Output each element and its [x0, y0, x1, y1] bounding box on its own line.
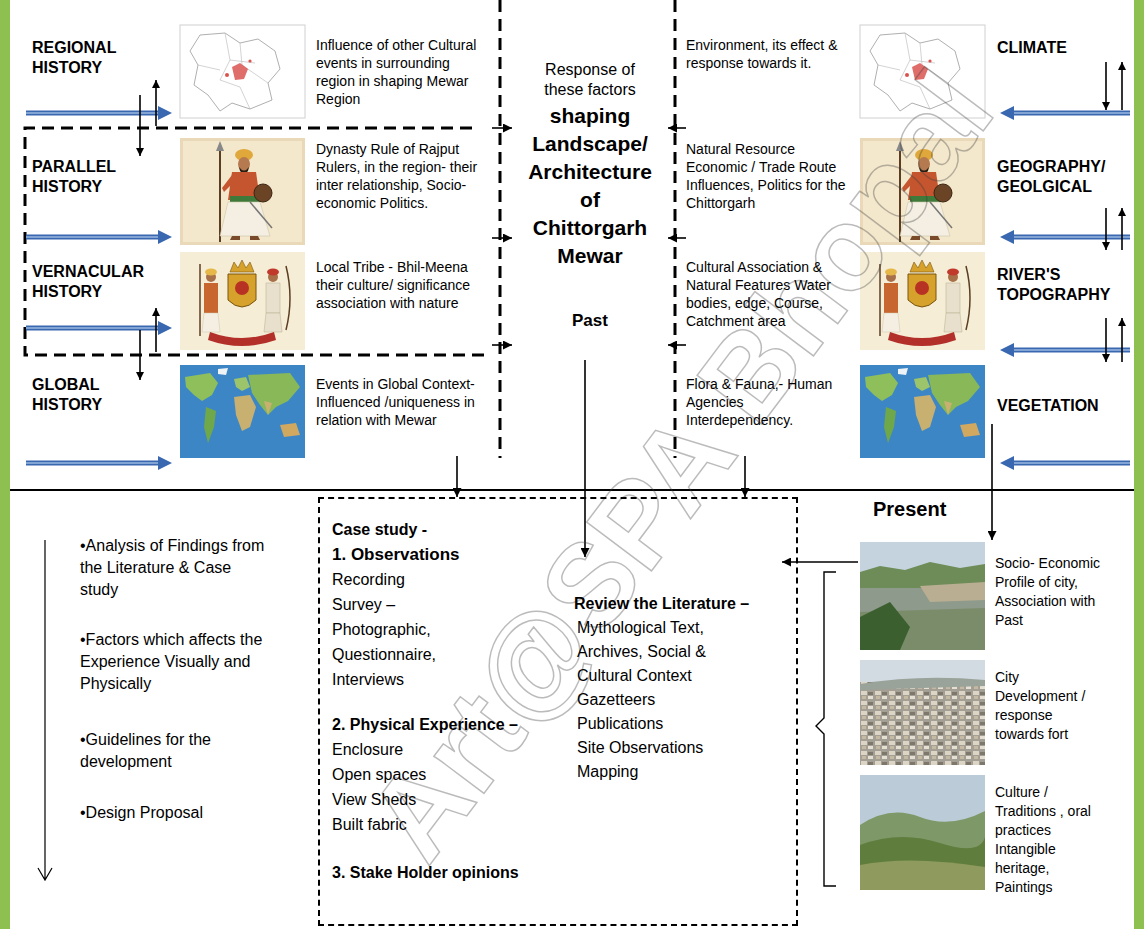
node-heading: Culture / Traditions , oral practices In…: [995, 783, 1105, 897]
history-label: VERNACULAR HISTORY: [32, 262, 162, 302]
side-bar: [0, 0, 10, 929]
node-text: 3. Stake Holder opinions: [332, 860, 796, 885]
node-heading: Flora & Fauna,- Human Agencies Interdepe…: [686, 375, 851, 429]
flow-arrow: [584, 360, 586, 557]
hills-photo: [860, 775, 985, 890]
history-description: Events in Global Context- Influenced /un…: [316, 372, 492, 456]
node-heading: Environment, its effect & response towar…: [686, 36, 838, 72]
world-map: [180, 365, 305, 458]
node-heading: Case study -: [332, 517, 796, 542]
flow-arrow: [991, 424, 993, 540]
node-heading: Response of these factors: [531, 60, 649, 100]
node-text: Questionnaire,: [332, 642, 796, 667]
present-aspect: Culture / Traditions , oral practices In…: [858, 775, 1134, 897]
node-text: Built fabric: [332, 812, 796, 837]
flow-arrow: [668, 127, 686, 129]
history-description: Influence of other Cultural events in su…: [316, 36, 492, 132]
node-text: shaping Landscape/ Architecture of Chitt…: [524, 102, 656, 270]
node-heading: VEGETATION: [997, 396, 1134, 416]
sequence-arrow: [38, 540, 52, 880]
history-label: PARALLEL HISTORY: [32, 157, 162, 197]
context-description: Flora & Fauna,- Human Agencies Interdepe…: [686, 372, 858, 456]
literature-review: Review the Literature –Mythological Text…: [574, 557, 782, 784]
node-heading: VERNACULAR HISTORY: [32, 262, 162, 302]
region-map: [860, 25, 985, 118]
history-description: Local Tribe - Bhil-Meena their culture/ …: [316, 250, 492, 356]
node-text: Mythological Text,: [577, 616, 727, 640]
flow-arrow: [744, 456, 746, 497]
node-heading: Socio- Economic Profile of city, Associa…: [995, 554, 1123, 630]
node-text: Publications: [577, 712, 727, 736]
flow-arrow: [668, 237, 686, 239]
flow-arrow: [782, 561, 858, 563]
case-study-frame: Case study -1. ObservationsRecordingSurv…: [318, 497, 798, 926]
node-heading: Cultural Association & Natural Features …: [686, 258, 851, 330]
context-description: Natural Resource Economic / Trade Route …: [686, 138, 858, 245]
context-label: RIVER'S TOPOGRAPHY: [997, 265, 1127, 305]
context-label: VEGETATION: [986, 388, 1134, 424]
node-heading: GEOGRAPHY/ GEOLGICAL: [997, 157, 1127, 197]
node-heading: Events in Global Context- Influenced /un…: [316, 375, 492, 429]
rajput-portrait: [180, 138, 305, 245]
node-text: 1. Observations: [332, 542, 796, 567]
node-text: Past: [512, 310, 668, 332]
node-heading: Local Tribe - Bhil-Meena their culture/ …: [316, 258, 492, 312]
section-heading: Present: [873, 496, 983, 522]
flow-arrow: [492, 344, 512, 346]
node-text: Enclosure: [332, 737, 796, 762]
flow-arrow: [492, 237, 512, 239]
central-theme: Response of these factorsshaping Landsca…: [512, 60, 668, 360]
time-divider: [10, 489, 1134, 491]
node-heading: PARALLEL HISTORY: [32, 157, 162, 197]
node-text: Archives, Social & Cultural Context: [577, 640, 727, 688]
node-heading: RIVER'S TOPOGRAPHY: [997, 265, 1127, 305]
context-label: GEOGRAPHY/ GEOLGICAL: [997, 157, 1127, 197]
node-text: Site Observations: [577, 736, 727, 760]
node-heading: Natural Resource Economic / Trade Route …: [686, 140, 851, 212]
present-aspect: City Development / response towards fort: [858, 658, 1134, 770]
context-description: Cultural Association & Natural Features …: [686, 250, 858, 356]
node-text: View Sheds: [332, 787, 796, 812]
node-heading: Dynasty Rule of Rajput Rulers, in the re…: [316, 140, 492, 212]
flow-arrow: [456, 456, 458, 497]
node-text: 2. Physical Experience –: [332, 712, 796, 737]
finding-bullet: •Analysis of Findings from the Literatur…: [80, 535, 270, 601]
side-bar: [1134, 0, 1144, 929]
group-bracket: [816, 572, 836, 886]
node-text: Gazetteers: [577, 688, 727, 712]
city-photo: [860, 660, 985, 765]
finding-bullet: •Guidelines for the development: [80, 729, 270, 773]
node-heading: City Development / response towards fort: [995, 668, 1095, 744]
node-text: Open spaces: [332, 762, 796, 787]
node-heading: Review the Literature –: [574, 592, 782, 616]
node-heading: CLIMATE: [997, 38, 1127, 58]
flow-arrow: [492, 127, 512, 129]
history-description: Dynasty Rule of Rajput Rulers, in the re…: [316, 138, 492, 245]
finding-bullet: •Design Proposal: [80, 802, 270, 824]
flow-arrow: [668, 344, 686, 346]
exchange-arrow: [140, 62, 1122, 380]
coat-of-arms: [860, 252, 985, 350]
region-map: [180, 25, 305, 118]
finding-bullet: •Factors which affects the Experience Vi…: [80, 629, 270, 695]
node-heading: GLOBAL HISTORY: [32, 375, 162, 415]
node-heading: REGIONAL HISTORY: [32, 38, 162, 78]
context-description: Environment, its effect & response towar…: [686, 36, 858, 132]
node-text: Mapping: [577, 760, 727, 784]
history-label: REGIONAL HISTORY: [32, 38, 162, 78]
present-aspect: Socio- Economic Profile of city, Associa…: [858, 540, 1134, 655]
rajput-portrait: [860, 138, 985, 245]
history-label: GLOBAL HISTORY: [32, 375, 162, 415]
coat-of-arms: [180, 252, 305, 350]
node-heading: Influence of other Cultural events in su…: [316, 36, 492, 108]
node-text: Interviews: [332, 667, 796, 692]
context-label: CLIMATE: [997, 38, 1127, 62]
dashed-divider: [25, 0, 675, 458]
node-text: Photographic,: [332, 617, 796, 642]
node-text: Recording: [332, 567, 796, 592]
river-photo: [860, 542, 985, 650]
world-map: [860, 365, 985, 458]
